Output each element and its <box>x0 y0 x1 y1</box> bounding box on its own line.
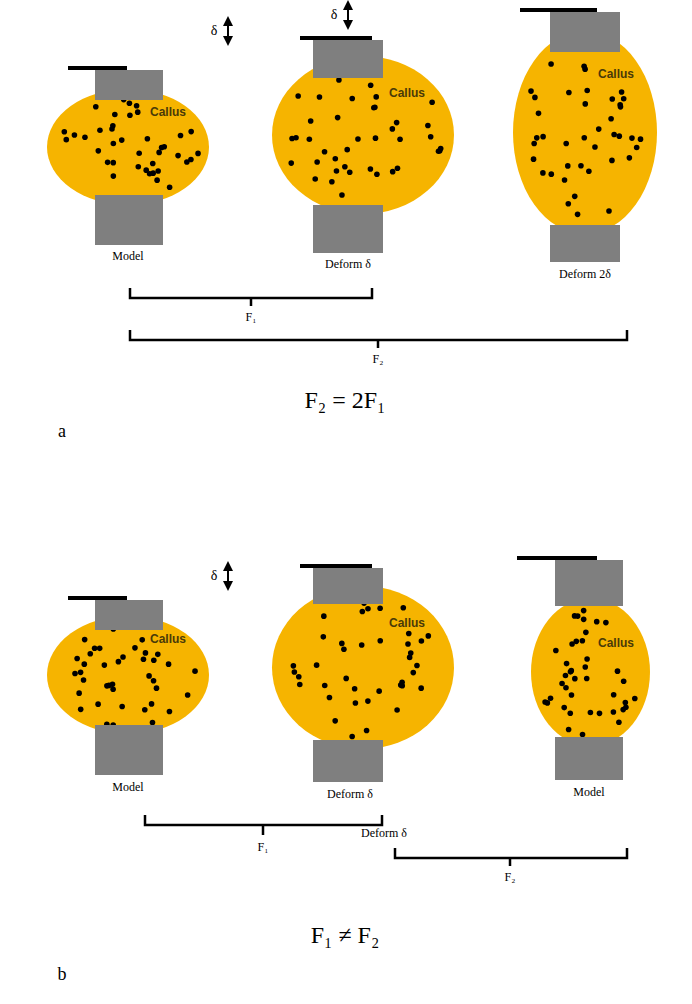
cell-dots <box>288 63 443 198</box>
caption-label: Deform δ <box>361 827 407 840</box>
caption-label: Deform 2δ <box>559 268 611 281</box>
callus-ellipse: Callus <box>271 55 455 215</box>
callus-body <box>47 89 209 205</box>
caption-label: δ <box>211 568 218 583</box>
caption-label: F₂ <box>505 871 516 884</box>
callus-label: Callus <box>389 86 425 100</box>
callus-ellipse: Callus <box>46 88 210 206</box>
callus-ellipse: Callus <box>512 30 658 235</box>
callus-shape <box>271 585 455 750</box>
callus-label: Callus <box>389 616 425 630</box>
cell-dots <box>291 598 432 740</box>
caption-label: Model <box>573 786 604 799</box>
callus-shape <box>530 597 651 747</box>
caption-label: F₂ <box>373 353 384 366</box>
caption-label: Deform δ <box>325 258 371 271</box>
cell-dots <box>542 608 637 737</box>
equation: F₂ = 2F₁ <box>305 387 386 413</box>
caption-label: F₁ <box>258 841 269 854</box>
cell-dots <box>72 625 198 728</box>
callus-shape <box>512 30 658 235</box>
callus-ellipse: Callus <box>530 597 651 747</box>
caption-label: F₁ <box>246 311 257 324</box>
grip-block <box>95 12 623 782</box>
callus-body <box>272 586 454 749</box>
grip-bar <box>68 8 597 600</box>
callus-label: Callus <box>598 636 634 650</box>
panel-letter: a <box>58 422 66 442</box>
callus-body <box>513 31 657 234</box>
callus-label: Callus <box>598 67 634 81</box>
panel-letter: b <box>58 965 67 985</box>
bracket <box>130 288 627 866</box>
caption-label: δ <box>331 7 338 22</box>
callus-body <box>47 616 209 734</box>
caption-label: Model <box>112 250 143 263</box>
caption-label: δ <box>211 23 218 38</box>
callus-ellipse: Callus <box>271 585 455 750</box>
cell-dots <box>62 94 201 190</box>
callus-label: Callus <box>150 105 186 119</box>
callus-body <box>531 598 650 746</box>
callus-label: Callus <box>150 632 186 646</box>
caption-label: Deform δ <box>327 788 373 801</box>
cell-dots <box>528 61 643 217</box>
callus-shape <box>271 55 455 215</box>
callus-ellipse: Callus <box>46 615 210 735</box>
equation: F₁ ≠ F₂ <box>311 922 380 948</box>
caption-label: Model <box>112 781 143 794</box>
callus-body <box>272 56 454 214</box>
